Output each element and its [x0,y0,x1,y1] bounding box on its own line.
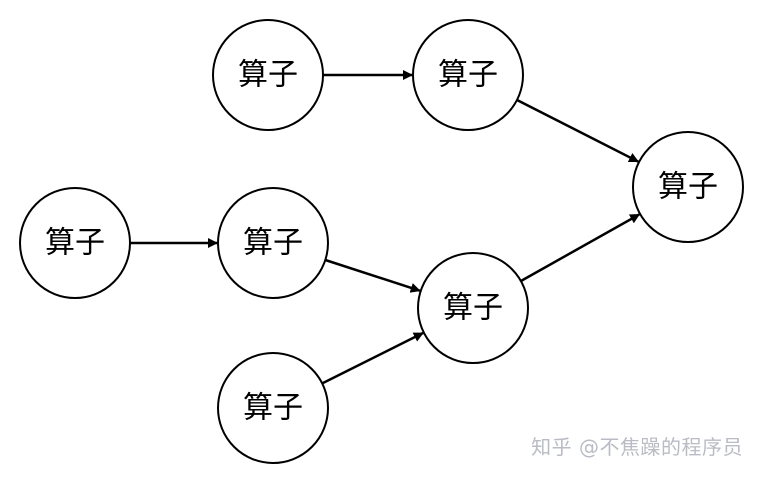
operator-node-label: 算子 [238,58,298,93]
operator-node-circle [19,187,131,299]
edge-arrow-n7-n6 [321,331,424,385]
operator-node-circle [217,187,329,299]
operator-node-circle [412,19,524,131]
operator-node: 算子 [19,187,131,299]
operator-node-circle [417,252,529,364]
operator-node-label: 算子 [658,170,718,205]
edge-arrow-n2-n3 [516,98,639,163]
operator-node-label: 算子 [243,391,303,426]
operator-node-circle [212,19,324,131]
operator-node: 算子 [412,19,524,131]
edge-arrow-n5-n6 [324,258,421,293]
operator-node: 算子 [417,252,529,364]
operator-node-label: 算子 [243,226,303,261]
operator-node: 算子 [212,19,324,131]
edges-layer [130,70,641,385]
operator-node-circle [632,131,744,243]
operator-node-label: 算子 [45,226,105,261]
operator-node-label: 算子 [443,291,503,326]
operator-node: 算子 [217,187,329,299]
watermark-text: 知乎 @不焦躁的程序员 [531,435,743,459]
edge-arrow-n6-n3 [520,213,641,283]
operator-node: 算子 [632,131,744,243]
operator-node-circle [217,352,329,464]
nodes-layer: 算子算子算子算子算子算子算子 [19,19,744,464]
operator-node-label: 算子 [438,58,498,93]
operator-node: 算子 [217,352,329,464]
